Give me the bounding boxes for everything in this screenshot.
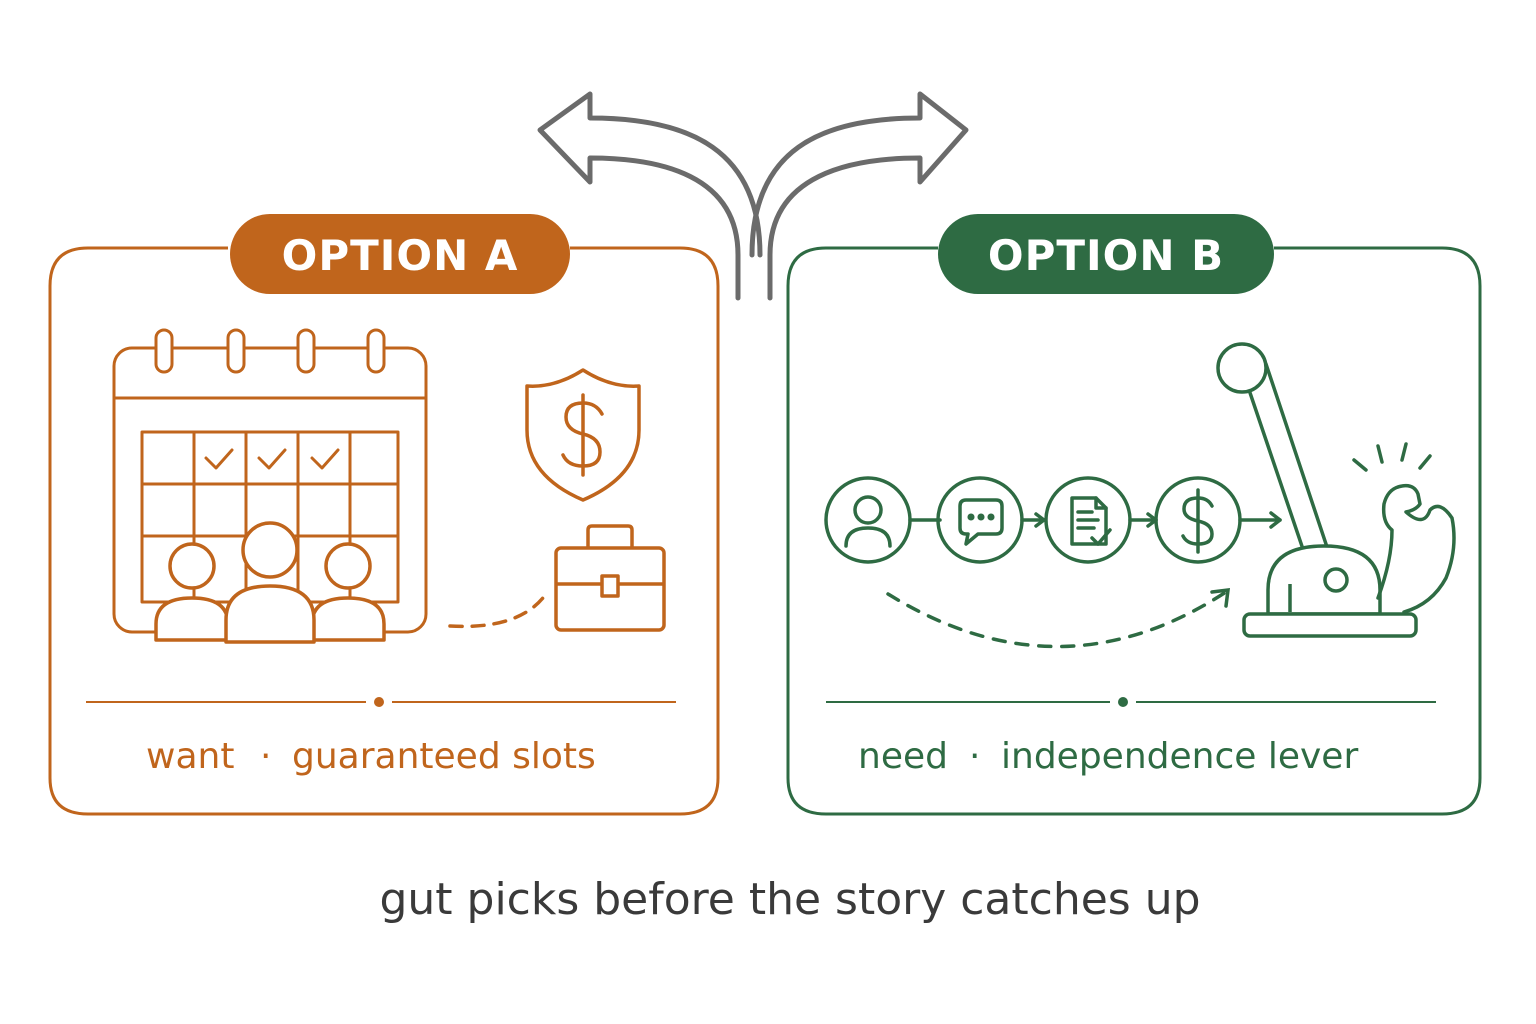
person-icon [824, 476, 912, 564]
option-b-label-need: need [858, 736, 948, 777]
option-a-panel: OPTION A [48, 214, 720, 816]
footer-caption: gut picks before the story catches up [379, 874, 1200, 925]
option-b-frame [786, 246, 1482, 816]
option-a-divider [86, 697, 676, 707]
chain-arrow-3 [1128, 512, 1158, 528]
split-arrow-icon [537, 91, 969, 301]
option-b-label-separator: · [969, 736, 980, 777]
flexed-arm-icon [1352, 442, 1456, 614]
chain-arrow-2 [1020, 512, 1046, 528]
option-a-label-want: want [146, 736, 234, 777]
option-b-dashed-curve [886, 587, 1231, 649]
option-b-label: need · independence lever [858, 736, 1358, 777]
option-b-title: OPTION B [988, 231, 1224, 280]
option-b-divider [826, 697, 1436, 707]
option-a-dotted-connector [448, 592, 548, 629]
shield-dollar-icon [525, 368, 641, 502]
option-a-label-separator: · [260, 736, 271, 777]
chat-bubble-icon [936, 476, 1024, 564]
option-b-label-lever: independence lever [1001, 736, 1358, 777]
option-a-pill [230, 214, 570, 294]
chain-arrow-4 [1238, 511, 1282, 529]
option-a-label-slots: guaranteed slots [292, 736, 596, 777]
option-a-title: OPTION A [282, 231, 519, 280]
option-a-frame [48, 246, 720, 816]
option-b-pill [938, 214, 1274, 294]
people-group-icon [154, 521, 386, 644]
option-a-label: want · guaranteed slots [146, 736, 596, 777]
briefcase-icon [554, 524, 666, 632]
lever-icon [1216, 342, 1418, 638]
option-b-panel: OPTION B [786, 214, 1482, 816]
dollar-circle-icon [1154, 476, 1242, 564]
document-check-icon [1044, 476, 1132, 564]
